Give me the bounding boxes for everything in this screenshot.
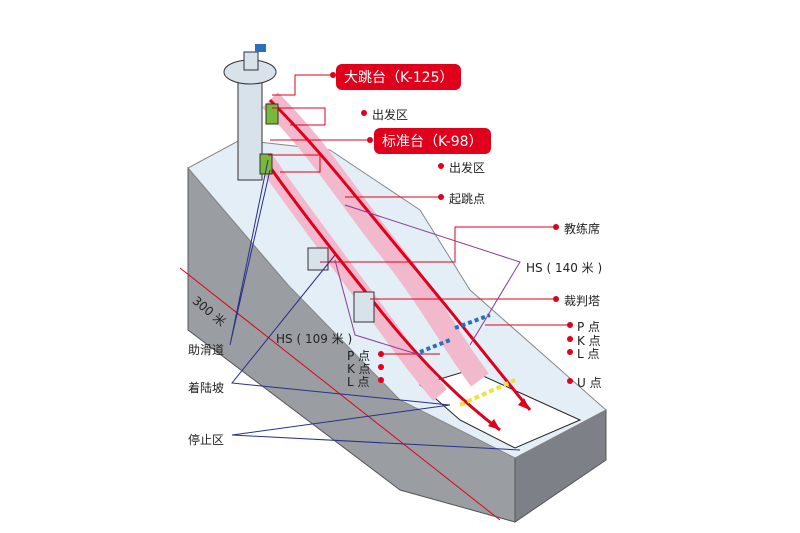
judge-tower-label: 裁判塔 [564, 294, 601, 308]
normal-hill-badge: 标准台（K-98） [374, 128, 491, 154]
large-hill-badge: 大跳台（K-125） [336, 64, 462, 90]
outrun-label: 停止区 [188, 433, 225, 447]
landing-slope-label: 着陆坡 [188, 381, 225, 395]
start-area-label: 出发区 [449, 161, 486, 175]
arrow-normal [263, 159, 501, 432]
arrow-large [268, 98, 532, 411]
coach-stand [307, 247, 329, 271]
l-point-right: L 点 [577, 347, 600, 361]
takeoff-label: 起跳点 [449, 192, 486, 206]
u-point-right: U 点 [577, 376, 602, 390]
p-point-left: P 点 [347, 349, 371, 363]
hs-109-label: HS ( 109 米 ) [276, 332, 353, 346]
flag-icon [255, 44, 266, 52]
k-point-right: K 点 [577, 334, 601, 348]
inrun-label: 助滑道 [188, 343, 225, 357]
l-point-left: L 点 [347, 375, 370, 389]
start-area-label: 出发区 [372, 108, 409, 122]
p-point-right: P 点 [577, 320, 601, 334]
k-point-left: K 点 [347, 362, 371, 376]
coach-stand-label: 教练席 [564, 222, 601, 236]
hs-140-label: HS ( 140 米 ) [526, 261, 603, 275]
arrowhead [488, 419, 500, 430]
start-gate [265, 103, 279, 125]
judge-tower [353, 291, 375, 323]
start-tower [237, 79, 263, 181]
arrowhead [518, 398, 530, 410]
start-gate [259, 153, 273, 175]
